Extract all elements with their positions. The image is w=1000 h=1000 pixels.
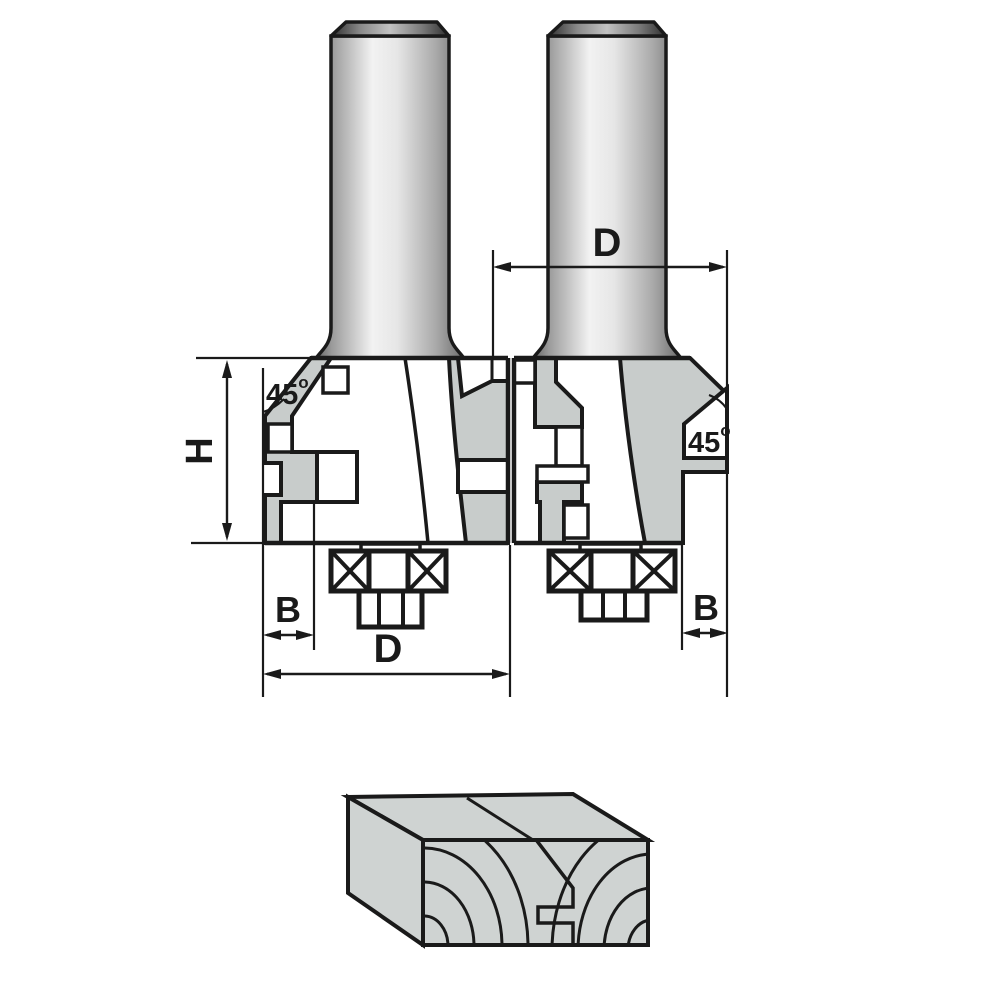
left-shank-body (315, 34, 465, 360)
left-shank-top-bevel (329, 20, 451, 38)
left-head-tip-right (456, 458, 510, 494)
dimension-d-bottom: D (263, 545, 512, 697)
arrowhead-right-icon (709, 262, 727, 272)
left-bearing-ball-left (328, 548, 372, 594)
arrowhead-down-icon (222, 523, 232, 541)
arrowhead-left-icon (263, 669, 281, 679)
left-bearing-assembly (328, 542, 449, 630)
wood-workpiece (340, 791, 656, 949)
right-bearing-assembly (546, 542, 678, 623)
left-head-tip-top (321, 365, 350, 395)
arrowhead-up-icon (222, 360, 232, 378)
left-bearing-ball-right (405, 548, 449, 594)
arrowhead-right-icon (492, 669, 510, 679)
arrowhead-right-icon (710, 628, 728, 638)
dimension-b-right: B (680, 545, 728, 650)
arrowhead-left-icon (682, 628, 700, 638)
right-shank-body (532, 34, 682, 360)
right-hex-nut (578, 588, 650, 623)
angle-label-left: 45o (262, 373, 309, 413)
right-shank-top-bevel (546, 20, 668, 38)
right-bit-shank (532, 20, 682, 360)
arrowhead-left-icon (263, 630, 281, 640)
dim-d-top-label: D (593, 221, 622, 265)
angle-label-right: 45o (688, 394, 731, 459)
right-bearing-ball-right (630, 548, 678, 594)
left-head-insert-pocket (315, 450, 359, 504)
angle-arc-left (262, 398, 285, 413)
dim-d-bottom-label: D (374, 627, 403, 671)
wood-joint-profile (535, 839, 575, 945)
dim-b-right-label: B (693, 587, 719, 628)
dimension-d-top: D (491, 221, 729, 697)
angle-left-text: 45o (266, 373, 309, 411)
right-cutter-head (511, 355, 729, 546)
wood-front-face (421, 838, 650, 947)
right-head-tip-top (512, 358, 537, 385)
left-cutter-head (263, 355, 511, 546)
right-head-body-mass (617, 356, 729, 545)
left-head-tip-upper (266, 422, 294, 454)
left-bit-shank (315, 20, 465, 360)
right-head-groove-slot (535, 464, 590, 484)
arrowhead-right-icon (296, 630, 314, 640)
dim-b-left-label: B (275, 589, 301, 630)
right-bearing-ball-left (546, 548, 594, 594)
dimension-b-left: B (261, 368, 316, 697)
angle-arc-right (708, 394, 728, 410)
dim-h-label: H (179, 437, 221, 464)
left-hex-nut (356, 588, 425, 630)
dimension-h: H (179, 356, 311, 545)
left-head-flute-curve (403, 357, 430, 544)
arrowhead-left-icon (493, 262, 511, 272)
right-head-tip-bottom (562, 503, 590, 540)
wood-grain-front (425, 842, 646, 943)
angle-right-text: 45o (688, 421, 731, 459)
right-head-tip-mid (554, 425, 584, 468)
wood-top-grain-line (466, 796, 534, 842)
